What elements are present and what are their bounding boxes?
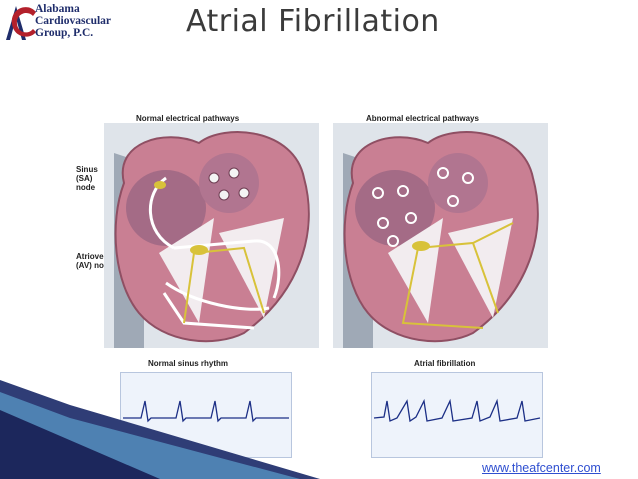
logo-wordmark: Alabama Cardiovascular Group, P.C.	[35, 3, 111, 39]
source-url-link[interactable]: www.theafcenter.com	[482, 461, 601, 475]
corner-decoration	[0, 380, 320, 479]
heart-illustration: Normal electrical pathways Abnormal elec…	[76, 107, 566, 462]
af-ecg-strip	[371, 372, 543, 458]
normal-ecg-strip	[120, 372, 292, 458]
left-heading: Normal electrical pathways	[136, 114, 240, 123]
av-label-line-2: (AV) node	[76, 261, 114, 270]
left-ecg-title: Normal sinus rhythm	[148, 359, 229, 368]
right-heading: Abnormal electrical pathways	[366, 114, 479, 123]
sinus-node-label: Sinus (SA) node	[76, 165, 98, 192]
slide-title: Atrial Fibrillation	[186, 4, 440, 39]
sinus-label-line-3: node	[76, 183, 96, 192]
company-logo: Alabama Cardiovascular Group, P.C.	[2, 2, 137, 44]
logo-line-3: Group, P.C.	[35, 27, 94, 39]
sinus-label-line-2: (SA)	[76, 174, 93, 183]
af-ecg-trace	[373, 398, 541, 423]
logo-line-1: Alabama	[35, 3, 80, 15]
right-ecg-title: Atrial fibrillation	[414, 359, 476, 368]
logo-mark-icon	[6, 6, 36, 40]
af-heart-diagram	[333, 123, 548, 348]
sinus-label-line-1: Sinus	[76, 165, 98, 174]
logo-line-2: Cardiovascular	[35, 15, 112, 27]
normal-heart-diagram	[104, 123, 319, 348]
normal-ecg-trace	[123, 400, 289, 423]
